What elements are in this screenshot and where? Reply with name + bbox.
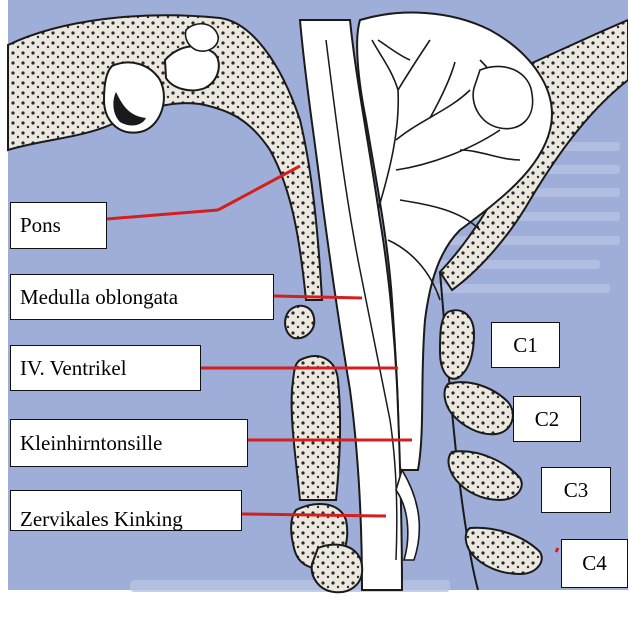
label-kinking-text: Zervikales Kinking <box>20 509 183 530</box>
label-medulla-oblongata: Medulla oblongata <box>10 274 274 320</box>
label-c2-text: C2 <box>535 409 560 430</box>
label-c2: C2 <box>513 396 581 442</box>
label-iv-ventrikel: IV. Ventrikel <box>10 345 201 391</box>
label-medulla-text: Medulla oblongata <box>20 287 178 308</box>
label-c4: C4 <box>561 539 628 588</box>
label-c3-text: C3 <box>564 480 589 501</box>
label-tonsille-text: Kleinhirntonsille <box>20 433 162 454</box>
label-ventrikel-text: IV. Ventrikel <box>20 358 127 379</box>
label-zervikales-kinking: Zervikales Kinking <box>10 490 242 531</box>
label-pons-text: Pons <box>20 215 61 236</box>
label-c1: C1 <box>491 322 560 368</box>
label-c4-text: C4 <box>582 553 607 574</box>
label-c1-text: C1 <box>513 335 538 356</box>
label-kleinhirntonsille: Kleinhirntonsille <box>10 419 248 467</box>
label-pons: Pons <box>10 202 107 249</box>
label-c3: C3 <box>541 467 611 513</box>
